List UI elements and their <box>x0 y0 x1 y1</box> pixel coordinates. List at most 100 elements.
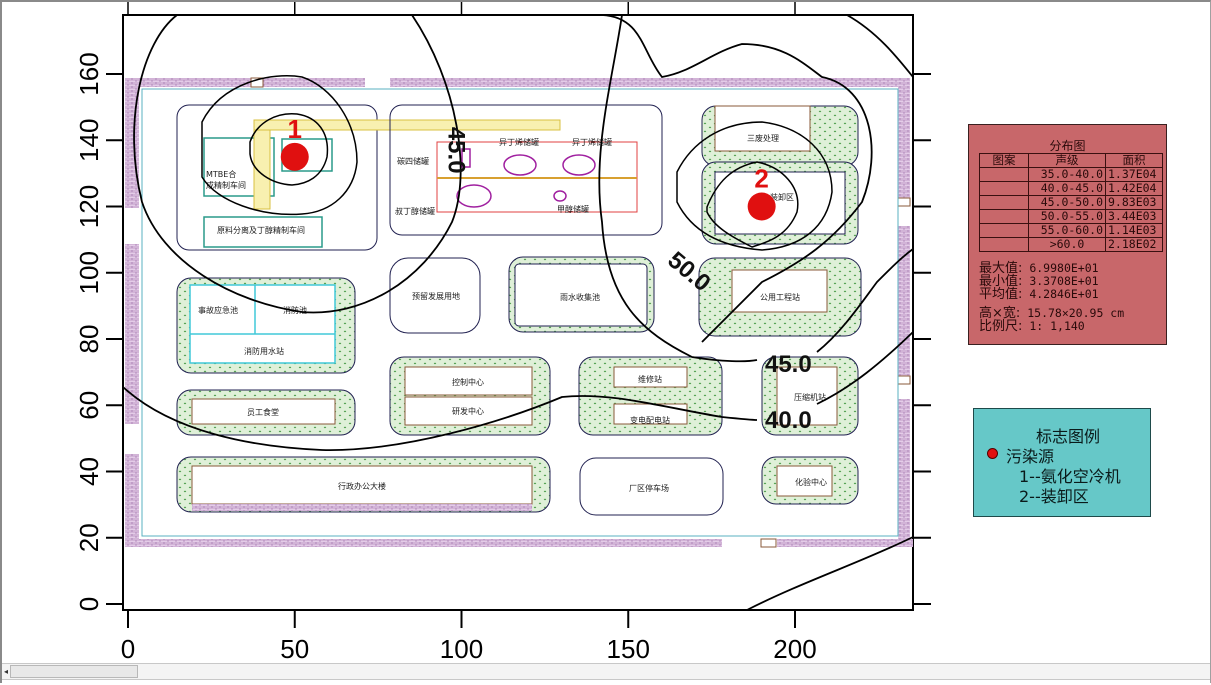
header-pattern: 图案 <box>979 153 1029 168</box>
scroll-left-arrow-icon[interactable]: ◂ <box>3 667 8 676</box>
bld-rnd <box>404 396 533 426</box>
bld-repair <box>613 366 688 388</box>
pollution-source-number: 1 <box>288 114 302 144</box>
svg-text:装卸区: 装卸区 <box>770 192 794 202</box>
horizontal-scrollbar[interactable]: ◂ <box>2 663 1210 680</box>
bld-compressor <box>776 366 838 426</box>
contour-45-right <box>816 248 914 353</box>
wall-top-left <box>125 78 365 87</box>
bld-fire-pool <box>189 284 336 364</box>
stat-avg: 平均值: 4.2846E+01 <box>979 288 1099 301</box>
stat-size-label: 高×宽: <box>979 306 1021 321</box>
stat-min: 最小值: 3.3708E+01 <box>979 275 1099 288</box>
svg-text:叔丁醇储罐: 叔丁醇储罐 <box>395 206 435 216</box>
bld-parking <box>579 457 724 516</box>
x-tick-label: 0 <box>121 634 135 664</box>
stat-max-label: 最大值: <box>979 261 1023 276</box>
contour-55-src1 <box>249 113 329 186</box>
stat-max: 最大值: 6.9980E+01 <box>979 262 1099 275</box>
scrollbar-thumb[interactable] <box>10 665 138 678</box>
svg-text:三废处理: 三废处理 <box>747 133 779 143</box>
pattern-cell <box>979 167 1029 182</box>
level-cell: 50.0-55.0 <box>1028 209 1106 224</box>
pattern-cell <box>979 223 1029 238</box>
tank-farm-area <box>389 104 663 236</box>
header-level: 声级 <box>1028 153 1106 168</box>
stat-avg-value: 4.2846E+01 <box>1029 287 1099 301</box>
label-feed-sep: 原料分离及丁醇精制车间 <box>217 225 305 235</box>
svg-text:公用工程站: 公用工程站 <box>760 292 800 302</box>
contour-35-bottom-right <box>746 536 914 611</box>
y-tick-label: 60 <box>74 391 104 420</box>
svg-text:异丁烯储罐: 异丁烯储罐 <box>499 137 539 147</box>
x-tick-label: 150 <box>607 634 650 664</box>
tank-1 <box>503 154 537 176</box>
legend-source-label: 污染源 <box>1006 447 1055 466</box>
inner-road-border <box>141 88 899 537</box>
svg-text:维修站: 维修站 <box>638 374 662 384</box>
wall-left-2 <box>125 244 139 424</box>
tank-2 <box>562 154 596 176</box>
y-tick-label: 20 <box>74 523 104 552</box>
bld-waste <box>714 105 811 152</box>
bld-loading <box>714 171 846 235</box>
legend-title: 标志图例 <box>1035 427 1100 446</box>
stat-scale-value: 1: 1,140 <box>1029 319 1085 333</box>
area-cell: 2.18E02 <box>1105 237 1163 252</box>
stat-scale-label: 比例尺: <box>979 319 1023 334</box>
y-tick-label: 100 <box>74 251 104 294</box>
x-tick-label: 100 <box>440 634 483 664</box>
pollution-source-marker <box>280 142 309 171</box>
bld-reserve <box>389 257 481 334</box>
noise-contours <box>122 14 914 611</box>
level-cell: >60.0 <box>1028 237 1106 252</box>
svg-text:消防用水站: 消防用水站 <box>244 346 284 356</box>
label-mtbe-2: 成精制车间 <box>206 180 246 190</box>
gate-right-1 <box>897 197 911 207</box>
y-tick-label: 80 <box>74 325 104 354</box>
stat-avg-label: 平均值: <box>979 287 1023 302</box>
bld-admin <box>191 465 533 505</box>
level-cell: 40.0-45.0 <box>1028 181 1106 196</box>
contour-50-right <box>601 14 873 343</box>
contour-60-src2 <box>706 161 799 248</box>
level-cell: 55.0-60.0 <box>1028 223 1106 238</box>
x-tick-label: 50 <box>280 634 309 664</box>
x-tick-label: 200 <box>773 634 816 664</box>
contour-45-middle <box>598 14 758 363</box>
wall-top-right <box>390 78 910 87</box>
svg-text:异丁烯储罐: 异丁烯储罐 <box>572 137 612 147</box>
level-cell: 45.0-50.0 <box>1028 195 1106 210</box>
pattern-cell <box>979 209 1029 224</box>
bld-control <box>404 366 533 396</box>
wall-bottom <box>125 539 722 547</box>
symbol-legend-panel: 标志图例 污染源 1--氨化空冷机 2--装卸区 <box>973 408 1151 517</box>
gate-bottom <box>760 538 777 548</box>
stat-size-value: 15.78×20.95 cm <box>1027 306 1125 320</box>
y-tick-label: 40 <box>74 457 104 486</box>
svg-text:厂区停车场: 厂区停车场 <box>629 483 669 493</box>
site-plan: MTBE合 成精制车间 原料分离及丁醇精制车间 碳四储罐 异丁烯储罐 异丁烯储罐… <box>125 77 913 548</box>
bld-canteen <box>191 398 336 425</box>
y-tick-label: 120 <box>74 185 104 228</box>
svg-text:变电配电站: 变电配电站 <box>630 415 670 425</box>
pattern-cell <box>979 181 1029 196</box>
pipe-rack-h <box>253 119 561 131</box>
contour-55-src2 <box>676 121 833 251</box>
distribution-title: 分布图 <box>1049 139 1086 153</box>
pattern-cell <box>979 237 1029 252</box>
contour-40-right <box>816 331 914 405</box>
area-cell: 1.14E03 <box>1105 223 1163 238</box>
pollution-source-marker <box>747 192 776 221</box>
label-mtbe: MTBE合 <box>206 169 236 179</box>
distribution-header-row: 图案 声级 面积 <box>979 153 1163 168</box>
y-tick-label: 0 <box>74 597 104 611</box>
contour-label: 45.0 <box>442 127 469 174</box>
area-cell: 1.37E04 <box>1105 167 1163 182</box>
svg-text:员工食堂: 员工食堂 <box>247 407 279 417</box>
